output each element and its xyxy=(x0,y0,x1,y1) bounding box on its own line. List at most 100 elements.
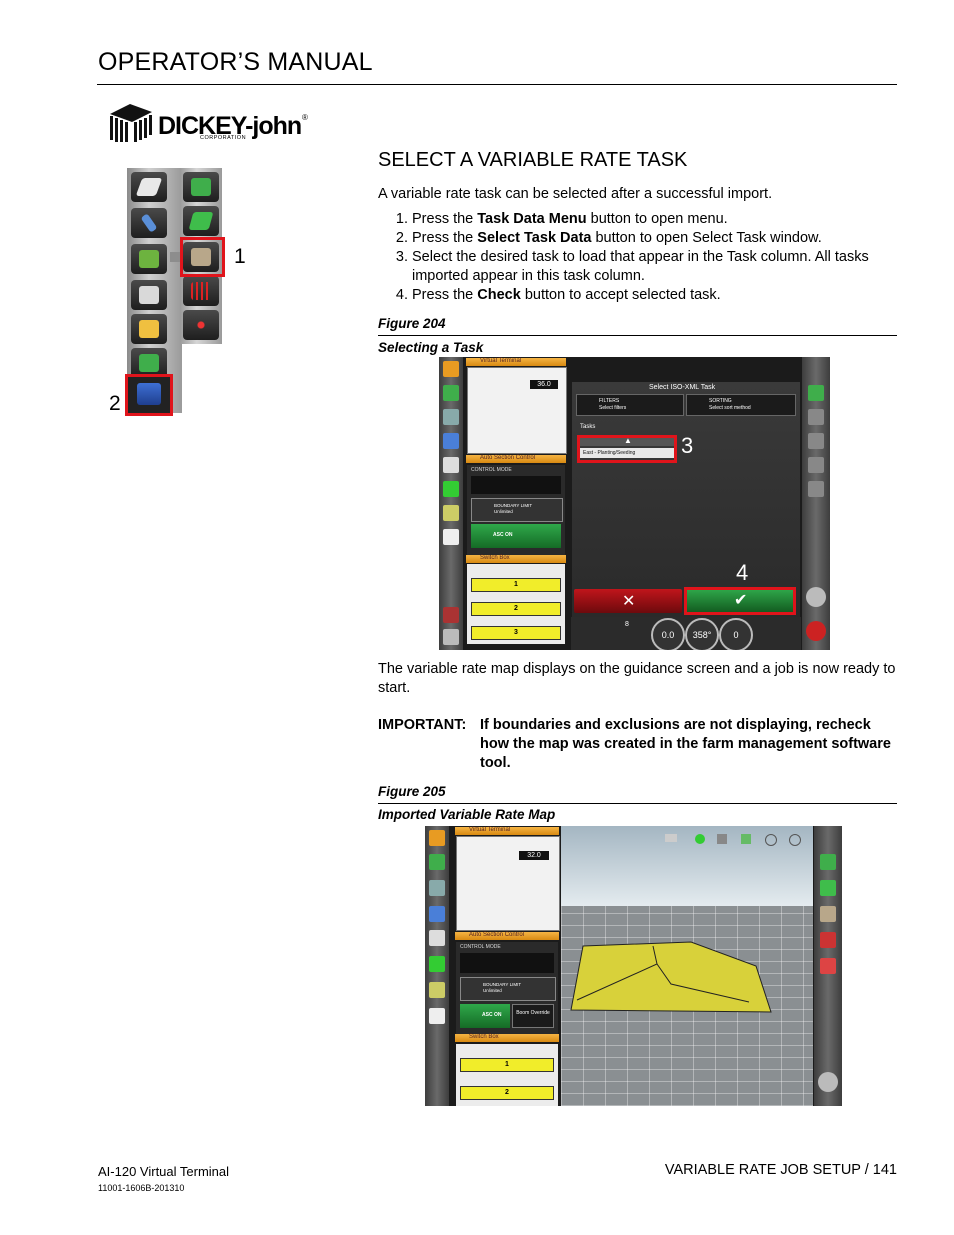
asc-on-button[interactable]: ASC ON xyxy=(471,524,561,548)
scroll-up-button[interactable]: ▲ xyxy=(580,436,676,446)
instruction-steps: Press the Task Data Menu button to open … xyxy=(378,210,927,305)
move-arrows-icon xyxy=(191,316,211,334)
section-bar-2[interactable]: 2 xyxy=(471,602,561,616)
task-submenu-strip xyxy=(180,168,222,344)
callout-box-2 xyxy=(125,374,173,416)
speed-gauge: 0.0 xyxy=(651,618,685,650)
zoom-out-icon[interactable] xyxy=(765,834,777,846)
move-arrows-icon xyxy=(808,481,824,497)
task-data-menu-button[interactable] xyxy=(183,242,219,272)
body-after-figure-204: The variable rate map displays on the gu… xyxy=(378,661,896,696)
move-tool-button[interactable] xyxy=(183,310,219,340)
logo-mark-icon xyxy=(110,104,152,142)
sorting-button[interactable]: SORTING Select sort method xyxy=(686,394,796,416)
eraser-tool-button[interactable] xyxy=(131,172,167,202)
heading-gauge: 358° xyxy=(685,618,719,650)
dickey-john-logo: DICKEY-john ® CORPORATION xyxy=(108,100,318,144)
section-bar-3[interactable]: 3 xyxy=(471,626,561,640)
task-data-icon[interactable] xyxy=(820,906,836,922)
logo-corporation: CORPORATION xyxy=(200,135,247,141)
switch-icon xyxy=(429,982,445,998)
virtual-terminal-header[interactable]: Virtual Terminal xyxy=(455,827,559,835)
phone-icon xyxy=(443,457,459,473)
section-bar-1[interactable]: 1 xyxy=(471,578,561,592)
task-icon xyxy=(443,361,459,377)
field-shape-icon[interactable] xyxy=(820,880,836,896)
home-icon[interactable] xyxy=(818,1072,838,1092)
control-mode-selector[interactable] xyxy=(471,476,561,494)
task-icon xyxy=(429,830,445,846)
switch-icon xyxy=(443,505,459,521)
switch-box-header[interactable]: Switch Box xyxy=(466,555,566,563)
cancel-button[interactable]: ✕ xyxy=(574,589,682,613)
right-side-toolbar xyxy=(814,826,842,1106)
list-icon xyxy=(429,906,445,922)
field-icon xyxy=(139,250,159,268)
gps-icon xyxy=(429,880,445,896)
figure-205-caption: Imported Variable Rate Map xyxy=(378,807,556,822)
auto-section-control-header[interactable]: Auto Section Control xyxy=(466,455,566,463)
callout-box-1 xyxy=(180,237,225,277)
section-bar-2[interactable]: 2 xyxy=(460,1086,554,1100)
data-tool-button[interactable] xyxy=(131,314,167,344)
switch-box-panel: 1 2 xyxy=(456,1044,558,1106)
select-task-data-button[interactable] xyxy=(127,376,171,414)
sections-icon xyxy=(443,481,459,497)
dialog-title: Select ISO-XML Task xyxy=(649,384,716,391)
edit-tool-button[interactable] xyxy=(131,280,167,310)
list-icon xyxy=(443,433,459,449)
asc-on-button[interactable]: ASC ON xyxy=(460,1004,510,1028)
boom-override-button[interactable]: Boom Override xyxy=(512,1004,554,1028)
view-icon[interactable] xyxy=(717,834,727,844)
virtual-terminal-panel: 36.0 xyxy=(467,367,567,454)
eraser-icon xyxy=(135,178,163,196)
figure-205-screenshot: Virtual Terminal 32.0 Auto Section Contr… xyxy=(425,826,842,1106)
section-control-panel: CONTROL MODE BOUNDARY LIMIT Unlimited AS… xyxy=(456,942,558,1034)
home-icon[interactable] xyxy=(806,587,826,607)
task-data-icon xyxy=(191,248,211,266)
map-tool-button[interactable] xyxy=(183,206,219,236)
sections-icon xyxy=(429,956,445,972)
control-mode-selector[interactable] xyxy=(460,953,554,973)
usb-tool-button[interactable] xyxy=(131,208,167,238)
section-bar-1[interactable]: 1 xyxy=(460,1058,554,1072)
satellite-count: 8 xyxy=(625,621,629,628)
callout-number-1: 1 xyxy=(234,245,246,268)
field-shape-icon xyxy=(188,212,214,230)
guidance-icon xyxy=(429,854,445,870)
filters-button[interactable]: FILTERS Select filters xyxy=(576,394,684,416)
switch-box-panel: 1 2 3 xyxy=(467,564,565,644)
virtual-terminal-header[interactable]: Virtual Terminal xyxy=(466,358,566,366)
field-view-icon[interactable] xyxy=(741,834,751,844)
important-text: If boundaries and exclusions are not dis… xyxy=(480,717,891,771)
offset-gauge: 0 xyxy=(719,618,753,650)
footer-product: AI-120 Virtual Terminal xyxy=(98,1164,230,1179)
auto-section-control-header[interactable]: Auto Section Control xyxy=(455,932,559,940)
callout-number-3: 3 xyxy=(681,433,694,458)
guidance-lines-icon[interactable] xyxy=(820,932,836,948)
rate-readout: 32.0 xyxy=(519,851,549,860)
callout-number-2: 2 xyxy=(109,392,121,415)
task-list-item[interactable]: East - Planting/Seeding xyxy=(580,448,676,458)
boundary-limit-button[interactable]: BOUNDARY LIMIT Unlimited xyxy=(460,977,556,1001)
zoom-in-icon[interactable] xyxy=(789,834,801,846)
lines-tool-button[interactable] xyxy=(183,276,219,306)
master-switch-icon[interactable] xyxy=(806,621,826,641)
check-button[interactable]: ✔ xyxy=(686,589,794,613)
move-arrows-icon[interactable] xyxy=(820,958,836,974)
status-light-icon xyxy=(695,834,705,844)
add-tool-button[interactable] xyxy=(131,348,167,378)
figure-204-label: Figure 204 xyxy=(378,316,446,331)
variable-rate-map-field[interactable] xyxy=(561,906,813,1106)
switch-box-header[interactable]: Switch Box xyxy=(455,1034,559,1042)
guidance-lines-icon xyxy=(808,457,824,473)
close-icon: ✕ xyxy=(622,593,636,610)
figure-205-rule xyxy=(378,803,897,804)
book-icon[interactable] xyxy=(820,854,836,870)
field-tool-button[interactable] xyxy=(131,244,167,274)
boundary-limit-button[interactable]: BOUNDARY LIMIT Unlimited xyxy=(471,498,563,522)
book-tool-button[interactable] xyxy=(183,172,219,202)
step-2: Press the Select Task Data button to ope… xyxy=(412,229,927,248)
phone-icon xyxy=(429,930,445,946)
header-rule xyxy=(97,84,897,85)
